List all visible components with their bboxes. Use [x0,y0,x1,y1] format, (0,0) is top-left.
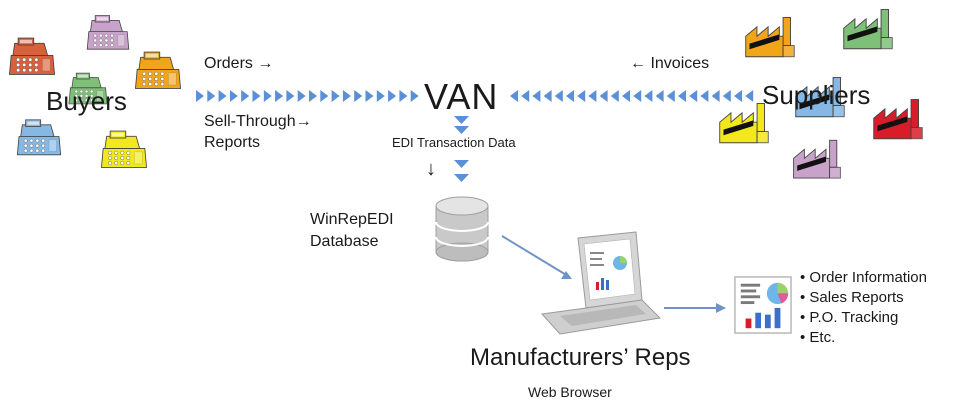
database-cylinder-icon [435,196,489,262]
cash-register-icon [86,15,130,50]
order-flow-arrow [196,90,204,102]
order-flow-arrow [388,90,397,102]
invoices-label: ← Invoices [630,55,710,72]
invoice-flow-arrow [622,90,630,102]
invoice-flow-arrow [722,90,731,102]
invoice-flow-arrow [734,90,742,102]
invoice-flow-arrow [700,90,709,102]
edi-flow-arrow [454,174,469,182]
cash-register-icon [135,51,181,89]
order-flow-arrow [275,90,284,102]
invoice-flow-arrow [745,90,754,102]
feature-list-item: P.O. Tracking [800,308,927,328]
report-chart-icon [734,276,792,334]
orders-label: Orders → [204,55,274,72]
order-flow-arrow [218,90,227,102]
manufacturers-reps-label: Manufacturers’ Reps [470,344,691,371]
invoice-flow-arrow [599,90,608,102]
order-flow-arrow [320,90,329,102]
sell-through-label: Sell-Through→ [204,113,312,130]
order-flow-arrow [297,90,306,102]
order-flow-arrow [207,90,216,102]
order-flow-arrow [365,90,374,102]
order-flow-arrow [263,90,272,102]
order-flow-arrow [354,90,363,102]
invoice-flow-arrow [666,90,675,102]
down-arrow-glyph: ↓ [426,158,436,180]
invoice-flow-arrow [554,90,563,102]
invoice-flow-arrow [577,90,586,102]
order-flow-arrow [309,90,317,102]
feature-list-item: Order Information [800,268,927,288]
feature-list: Order Information Sales Reports P.O. Tra… [800,268,927,348]
invoice-flow-arrow [655,90,664,102]
feature-list-item: Etc. [800,328,927,348]
van-label: VAN [424,76,499,117]
order-flow-arrow [252,90,261,102]
order-flow-arrow [241,90,250,102]
sell-through-reports-label: Reports [204,134,261,151]
invoice-flow-arrow [644,90,653,102]
factory-icon [719,103,769,144]
invoice-flow-arrow [689,90,698,102]
order-flow-arrow [331,90,340,102]
order-flow-arrow [229,90,238,102]
invoice-flow-arrow [510,90,518,102]
invoice-flow-arrow [633,90,642,102]
feature-list-item: Sales Reports [800,288,927,308]
edi-flow-arrow [454,160,469,168]
db-to-laptop-arrowhead [561,271,572,279]
database-name-label: WinRepEDI [310,211,394,228]
order-flow-arrow [399,90,408,102]
cash-register-icon [101,130,147,168]
factory-icon [793,139,841,179]
factory-icon [745,17,795,58]
db-to-laptop-arrow [501,235,569,277]
database-label: Database [310,233,379,250]
invoice-flow-arrow [532,90,541,102]
invoice-flow-arrow [678,90,686,102]
cash-register-icon [16,119,62,156]
order-flow-arrow [342,90,351,102]
factory-icon [843,9,893,50]
invoice-flow-arrow [588,90,597,102]
invoice-arrow-stream [510,90,754,102]
laptop-to-report-arrowhead [716,303,726,313]
laptop-icon [540,231,662,335]
order-arrow-stream [196,90,419,102]
cash-register-icon [9,37,55,75]
order-flow-arrow [286,90,295,102]
invoice-flow-arrow [521,90,530,102]
buyers-label: Buyers [46,86,127,116]
order-flow-arrow [410,90,419,102]
factory-icon [873,99,923,140]
order-flow-arrow [376,90,385,102]
web-browser-label: Web Browser [528,384,612,400]
invoice-flow-arrow [711,90,720,102]
edi-flow-arrow [454,126,469,134]
invoice-flow-arrow [543,90,552,102]
suppliers-label: Suppliers [762,80,871,110]
edi-transaction-data-label: EDI Transaction Data [392,135,516,150]
invoice-flow-arrow [610,90,619,102]
invoice-flow-arrow [566,90,574,102]
edi-flow-arrow [454,116,469,124]
edi-down-arrow-stream [454,116,469,182]
